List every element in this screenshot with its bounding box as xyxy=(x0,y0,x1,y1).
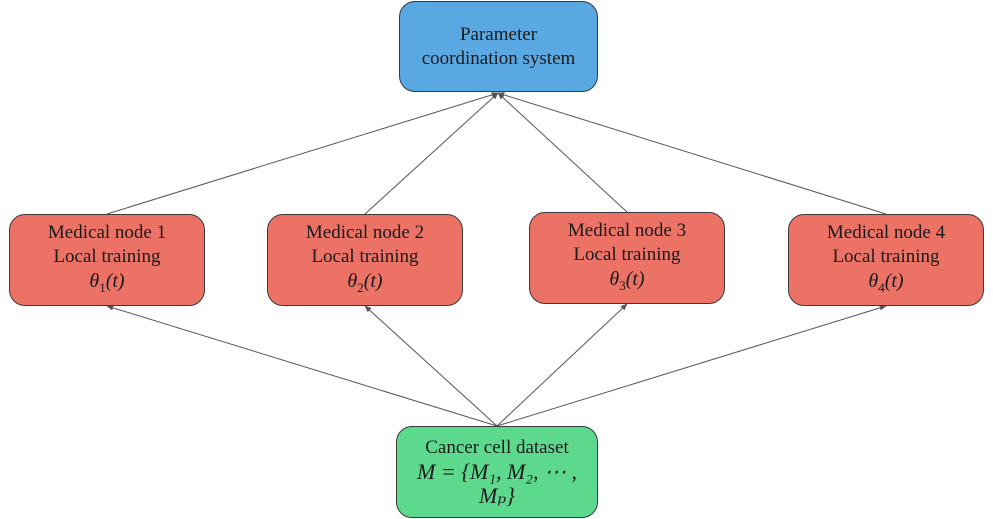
medical-node-parameter: θ1(t) xyxy=(89,269,125,295)
cancer-cell-dataset: Cancer cell dataset M = {M₁, M₂, ⋯ , Mₚ} xyxy=(396,426,598,518)
medical-node-subtitle: Local training xyxy=(573,243,681,265)
edge-cancer-cell-dataset-to-medical-node-1 xyxy=(106,305,498,427)
top-node-line1: Parameter xyxy=(459,23,537,45)
edge-medical-node-4-to-parameter-coordination-system xyxy=(497,92,887,215)
medical-node-subtitle: Local training xyxy=(311,245,419,267)
dataset-formula: M = {M₁, M₂, ⋯ , Mₚ} xyxy=(417,459,577,508)
medical-node-title: Medical node 4 xyxy=(826,221,946,243)
top-node-line2: coordination system xyxy=(421,47,576,69)
medical-node-2: Medical node 2 Local training θ2(t) xyxy=(267,214,463,306)
dataset-title: Cancer cell dataset xyxy=(425,437,569,458)
medical-node-3: Medical node 3 Local training θ3(t) xyxy=(529,212,725,304)
medical-node-parameter: θ4(t) xyxy=(868,269,904,295)
medical-node-1: Medical node 1 Local training θ1(t) xyxy=(9,214,205,306)
edge-cancer-cell-dataset-to-medical-node-2 xyxy=(364,305,498,427)
edge-cancer-cell-dataset-to-medical-node-3 xyxy=(496,303,628,427)
medical-node-parameter: θ3(t) xyxy=(609,267,645,293)
parameter-coordination-system: Parameter coordination system xyxy=(399,1,598,92)
medical-node-parameter: θ2(t) xyxy=(347,269,383,295)
medical-node-subtitle: Local training xyxy=(53,245,161,267)
medical-node-title: Medical node 2 xyxy=(305,221,425,243)
medical-node-title: Medical node 1 xyxy=(47,221,167,243)
medical-node-subtitle: Local training xyxy=(832,245,940,267)
medical-node-title: Medical node 3 xyxy=(567,219,687,241)
edge-medical-node-3-to-parameter-coordination-system xyxy=(497,92,628,213)
edge-cancer-cell-dataset-to-medical-node-4 xyxy=(496,305,887,427)
edge-medical-node-1-to-parameter-coordination-system xyxy=(106,92,499,215)
medical-node-4: Medical node 4 Local training θ4(t) xyxy=(788,214,984,306)
edge-medical-node-2-to-parameter-coordination-system xyxy=(364,92,499,215)
